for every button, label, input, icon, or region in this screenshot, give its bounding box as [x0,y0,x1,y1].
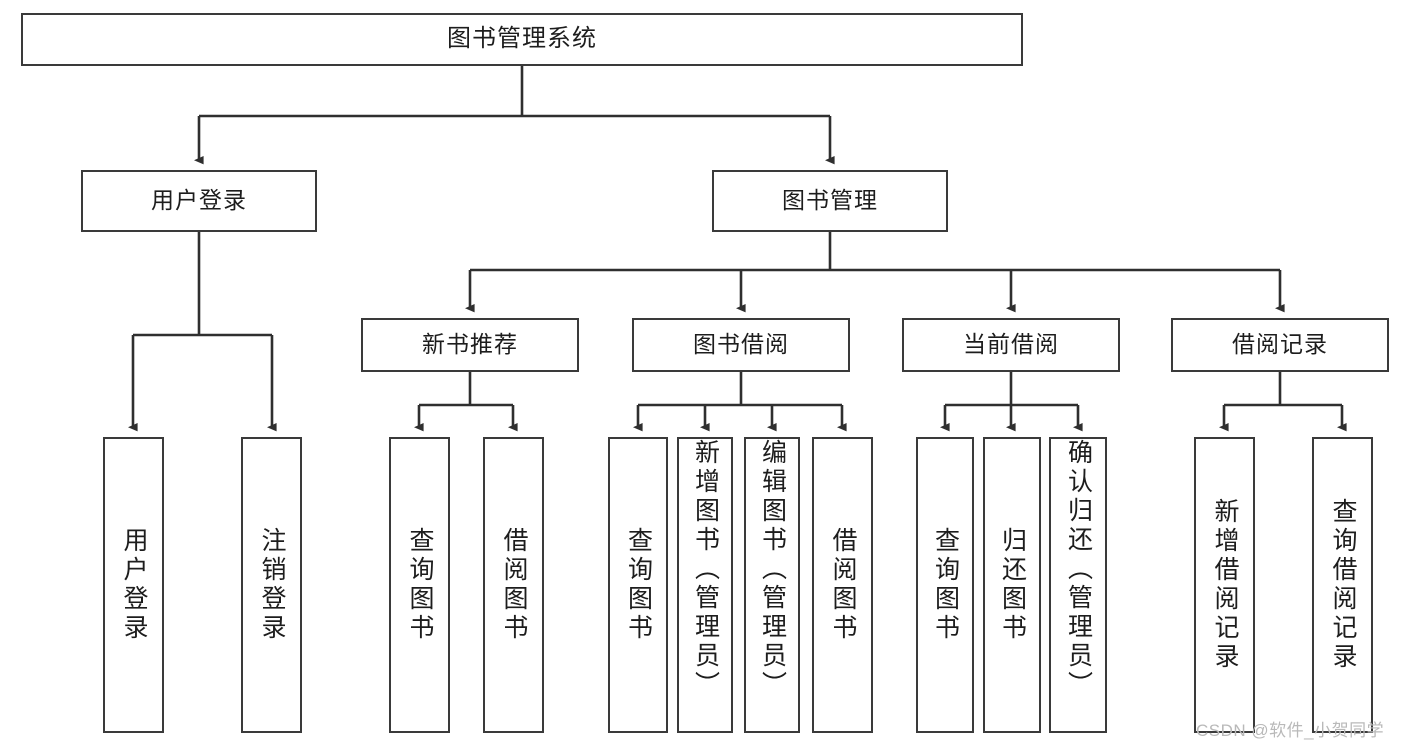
node-leaf-confirm-return[interactable]: 确认归还（管理员） [1049,437,1107,733]
node-leaf-user-login[interactable]: 用户登录 [103,437,164,733]
node-label: 新书推荐 [422,331,518,358]
node-label: 新增图书（管理员） [691,439,720,700]
connectors-root [128,66,1347,432]
node-label: 新增借阅记录 [1211,498,1239,672]
node-leaf-add-book[interactable]: 新增图书（管理员） [677,437,733,733]
node-leaf-return-book[interactable]: 归还图书 [983,437,1041,733]
node-leaf-add-borrow-record[interactable]: 新增借阅记录 [1194,437,1255,733]
node-label: 图书借阅 [693,331,789,358]
node-leaf-logout[interactable]: 注销登录 [241,437,302,733]
node-label: 查询借阅记录 [1329,498,1357,672]
node-label: 用户登录 [120,527,148,643]
node-book-borrow[interactable]: 图书借阅 [632,318,850,372]
node-label: 归还图书 [998,527,1027,643]
node-label: 图书管理 [782,187,878,214]
node-current-borrow[interactable]: 当前借阅 [902,318,1120,372]
node-book-manage[interactable]: 图书管理 [712,170,948,232]
node-label: 用户登录 [151,187,247,214]
node-user-login[interactable]: 用户登录 [81,170,317,232]
node-label: 借阅记录 [1232,331,1328,358]
node-new-book-recommend[interactable]: 新书推荐 [361,318,579,372]
node-leaf-query-book-1[interactable]: 查询图书 [389,437,450,733]
node-label: 借阅图书 [829,527,857,643]
node-label: 查询图书 [406,527,434,643]
node-leaf-edit-book[interactable]: 编辑图书（管理员） [744,437,800,733]
node-label: 查询图书 [931,527,960,643]
node-leaf-query-borrow-record[interactable]: 查询借阅记录 [1312,437,1373,733]
node-label: 编辑图书（管理员） [758,439,787,700]
node-leaf-borrow-book-2[interactable]: 借阅图书 [812,437,873,733]
node-label: 借阅图书 [500,527,528,643]
node-leaf-borrow-book-1[interactable]: 借阅图书 [483,437,544,733]
node-leaf-query-book-2[interactable]: 查询图书 [608,437,668,733]
node-label: 查询图书 [624,527,653,643]
watermark-credit: CSDN @软件_小贺同学 [1196,721,1385,740]
node-label: 确认归还（管理员） [1064,439,1093,700]
node-label: 图书管理系统 [447,25,597,53]
node-borrow-record[interactable]: 借阅记录 [1171,318,1389,372]
node-label: 注销登录 [258,527,286,643]
node-leaf-query-book-3[interactable]: 查询图书 [916,437,974,733]
node-label: 当前借阅 [963,331,1059,358]
node-root[interactable]: 图书管理系统 [21,13,1023,66]
